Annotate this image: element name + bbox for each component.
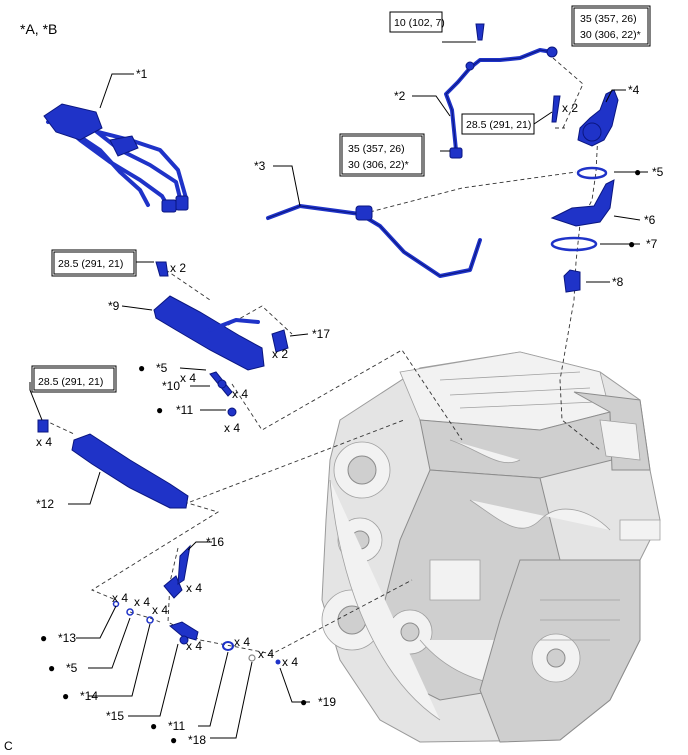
leader-lines [29, 41, 648, 739]
variant-header: *A, *B [20, 21, 57, 37]
illustration-code: C [4, 739, 13, 753]
torque-box-rail-upper: 28.5 (291, 21) [51, 249, 137, 277]
bullet-13: ● [40, 631, 47, 645]
small-rings [112, 600, 281, 665]
bullet-14: ● [62, 689, 69, 703]
qty-rail-bolt-lower: x 4 [36, 435, 52, 449]
torque-value: 28.5 (291, 21) [38, 376, 103, 388]
part-label-11-rail: *11 [176, 403, 193, 417]
torque-box-pump-bolt: 28.5 (291, 21) [461, 113, 535, 135]
part-label-11-injector: *11 [168, 719, 185, 733]
part-label-1: *1 [136, 67, 148, 81]
bullet-19: ● [300, 695, 307, 709]
engine-assembly-illustration [321, 351, 661, 743]
qty-rail-bolt-upper: x 2 [170, 261, 186, 275]
part-label-16: *16 [206, 535, 224, 549]
fuel-pipe-part-2 [444, 23, 558, 159]
part-label-3: *3 [254, 159, 266, 173]
torque-value: 28.5 (291, 21) [58, 258, 123, 270]
injector-part-10 [209, 371, 233, 397]
part-label-7: *7 [646, 237, 658, 251]
part-label-17: *17 [312, 327, 330, 341]
torque-value: 35 (357, 26) [580, 13, 637, 25]
o-ring-part-5 [576, 166, 608, 180]
qty-5c: x 4 [134, 595, 150, 609]
qty-5b: x 4 [180, 371, 196, 385]
qty-15: x 4 [186, 639, 202, 653]
fuel-pipe-part-3 [266, 204, 482, 278]
torque-value: 30 (306, 22)* [580, 29, 641, 41]
fuel-pump-part-4 [551, 89, 619, 147]
part-label-8: *8 [612, 275, 624, 289]
injector-part-16 [163, 544, 191, 599]
torque-value: 30 (306, 22)* [348, 159, 409, 171]
part-label-19: *19 [318, 695, 336, 709]
connector-part-17 [271, 329, 289, 353]
part-label-5-rail: *5 [156, 361, 168, 375]
torque-value: 35 (357, 26) [348, 143, 405, 155]
qty-14: x 4 [152, 603, 168, 617]
qty-11a: x 4 [224, 421, 240, 435]
seal-part-11 [227, 407, 237, 417]
part-label-9: *9 [108, 299, 120, 313]
qty-pump-bolt: x 2 [562, 101, 578, 115]
part-label-5-injector: *5 [66, 661, 78, 675]
part-label-2: *2 [394, 89, 406, 103]
torque-box-top: 10 (102, 7) [389, 11, 445, 33]
part-label-4: *4 [628, 83, 640, 97]
wire-harness-part-1 [43, 103, 189, 213]
bullet-5c: ● [48, 661, 55, 675]
bullet-5: ● [634, 165, 641, 179]
qty-10: x 4 [232, 387, 248, 401]
qty-17: x 2 [272, 347, 288, 361]
part-label-5-pump: *5 [652, 165, 664, 179]
gasket-part-7 [550, 236, 598, 252]
part-label-6: *6 [644, 213, 656, 227]
torque-box-right: 35 (357, 26) 30 (306, 22)* [571, 5, 651, 47]
torque-value: 28.5 (291, 21) [466, 119, 531, 131]
bullet-11b: ● [150, 719, 157, 733]
bullet-18: ● [170, 733, 177, 747]
part-label-13: *13 [58, 631, 76, 645]
bullet-11: ● [156, 403, 163, 417]
lifter-part-8 [563, 269, 581, 293]
torque-box-rail-lower: 28.5 (291, 21) [31, 365, 117, 393]
bullet-7: ● [628, 237, 635, 251]
assembly-guide-lines [43, 24, 601, 655]
injector-part-15 [168, 621, 199, 645]
qty-16: x 4 [186, 581, 202, 595]
part-label-15: *15 [106, 709, 124, 723]
qty-13: x 4 [112, 591, 128, 605]
part-label-14: *14 [80, 689, 98, 703]
part-label-12: *12 [36, 497, 54, 511]
part-label-18: *18 [188, 733, 206, 747]
pump-bracket-part-6 [550, 179, 615, 227]
qty-19: x 4 [282, 655, 298, 669]
part-label-10: *10 [162, 379, 180, 393]
bullet-5b: ● [138, 361, 145, 375]
fuel-delivery-pipe-part-9 [153, 261, 265, 371]
torque-value: 10 (102, 7) [394, 17, 445, 29]
torque-box-mid: 35 (357, 26) 30 (306, 22)* [339, 133, 425, 177]
qty-11b: x 4 [234, 635, 250, 649]
fuel-delivery-pipe-part-12 [37, 419, 189, 509]
qty-18: x 4 [258, 647, 274, 661]
